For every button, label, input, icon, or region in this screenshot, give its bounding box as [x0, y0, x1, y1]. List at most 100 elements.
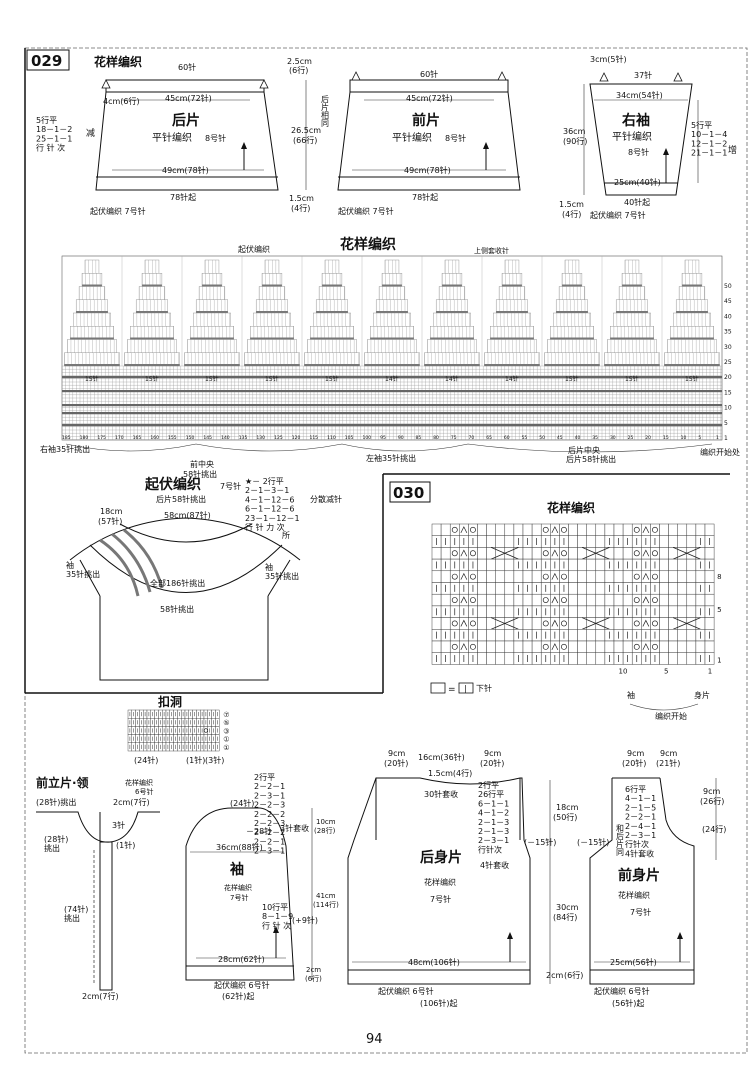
front030-title: 前身片 [618, 867, 660, 884]
chart-030-cell [577, 629, 587, 642]
chart-030-cell [595, 570, 606, 583]
chart-029-wedge-stripe [316, 311, 348, 313]
front-method: 平针编织 [392, 131, 432, 144]
front-needle: 8号针 [445, 133, 466, 143]
pattern-029-number: 029 [31, 52, 62, 70]
sleeve-upper-width: 34cm(54针) [616, 90, 663, 100]
chart-029-column-number: 45 [557, 435, 563, 441]
chart-030-cell [595, 605, 606, 618]
chart-030-cell [550, 547, 560, 560]
back-lower-width: 49cm(78针) [162, 165, 209, 175]
chart-029-column-number: 25 [628, 435, 634, 441]
chart-030-cell [477, 617, 487, 630]
chart-029-wedge-step [667, 339, 717, 353]
chart-030-cell [550, 593, 560, 607]
chart-029-wedge-stripe [190, 337, 234, 340]
chart-030-cell [468, 570, 478, 583]
chart-030-cell [686, 640, 697, 653]
pattern-chart-029 [61, 255, 723, 441]
chart-030-cell [504, 593, 515, 607]
sleeve-030-inc-plus: (+9针) [292, 915, 318, 925]
sleeve-030-title: 袖 [230, 861, 244, 878]
chart-030-yo-mark [451, 597, 458, 604]
chart-030-brace [629, 703, 699, 711]
chart-030-cell [668, 535, 678, 548]
chart-030-cell [486, 570, 496, 583]
chart-029-column-number: 1 [716, 435, 719, 441]
chart-030-cell [568, 640, 578, 653]
chart-029-right-sleeve: 右袖35针挑出 [40, 444, 90, 454]
chart-030-cell [531, 523, 542, 536]
chart-030-yo-mark [561, 620, 567, 627]
chart-030-cell [522, 547, 533, 560]
chart-030-yo-mark [542, 573, 549, 580]
chart-029-front-center: 前中央 [190, 459, 214, 469]
chart-029-wedge-step [318, 286, 346, 300]
chart-030-cell [677, 652, 688, 665]
chart-030-dec-mark [460, 572, 468, 580]
chart-029-row-number: 30 [724, 344, 732, 351]
front-bottom-sts: 78针起 [412, 192, 438, 202]
sleeve-030-diagram [185, 807, 313, 981]
chart-030-cell [440, 617, 451, 630]
chart-030-cell [568, 629, 578, 642]
chart-029-wedge-stripe [310, 337, 354, 340]
chart-030-cell [477, 640, 487, 653]
chart-029-wedge-stripe [124, 364, 180, 366]
chart-030-cable-mark [581, 617, 610, 630]
mid-top-rows: (6行) [289, 65, 308, 75]
chart-030-cell [486, 593, 496, 607]
chart-030-cell [595, 535, 606, 548]
chart-029-wedge-step [384, 259, 400, 274]
sleeve-bottom-sts: 40针起 [624, 197, 650, 207]
chart-029-segment-count: 15针 [205, 375, 219, 383]
chart-030-cell [650, 570, 660, 583]
chart-030-row-number: 8 [717, 573, 721, 581]
chart-030-cell [586, 582, 597, 595]
chart-029-wedge-step [553, 312, 591, 327]
chart-029-left-sleeve: 左袖35针挑出 [366, 453, 416, 463]
chart-030-cell [641, 593, 651, 607]
chart-030-cell [495, 582, 506, 595]
chart-030-cell [595, 652, 606, 665]
chart-029-wedge-stripe [610, 337, 654, 340]
chart-029-wedge-step [193, 312, 231, 327]
chart-030-cell [459, 593, 469, 607]
chart-029-stripe [62, 404, 722, 407]
chart-030-cell [449, 570, 460, 583]
chart-030-cell [695, 523, 706, 536]
chart-030-cell [595, 558, 606, 572]
back-needle: 8号针 [205, 133, 226, 143]
chart-030-cell [468, 617, 478, 630]
front-top-sts: 60针 [420, 69, 438, 79]
chart-029-back-center: 后片中央 [568, 445, 600, 455]
chart-030-cell [449, 617, 460, 630]
chart-030-cable-mark [490, 617, 519, 630]
chart-029-wedge-step [324, 259, 340, 274]
sleeve-030-cast-on: 起伏编织 6号针 [214, 980, 270, 990]
chart-029-wedge-stripe [676, 311, 708, 313]
chart-029-wedge-step [558, 286, 586, 300]
chart-029-column-number: 175 [97, 435, 106, 441]
front030-same-side: 和后片同 [616, 824, 625, 857]
chart-030-cell [468, 593, 478, 607]
back-cast-on: 起伏编织 7号针 [90, 206, 146, 216]
chart-030-cell [513, 593, 524, 607]
chart-030-cell [577, 652, 587, 665]
chart-030-cell [650, 547, 660, 560]
front-upper-width: 45cm(72针) [406, 93, 453, 103]
chart-030-yo-mark [470, 597, 476, 604]
chart-030-cell [613, 593, 624, 607]
chart-029-back-pick: 后片58针挑出 [566, 454, 616, 464]
chart-029-wedge-stripe [562, 284, 582, 287]
back-top-sts: 60针 [178, 62, 196, 72]
chart-030-cell [495, 593, 506, 607]
chart-030-dec-mark [642, 572, 650, 580]
chart-030-cell [677, 570, 688, 583]
chart-030-cell [686, 617, 697, 630]
chart-030-cell [559, 640, 569, 653]
back-shoulder: 4cm(6行) [103, 96, 140, 106]
